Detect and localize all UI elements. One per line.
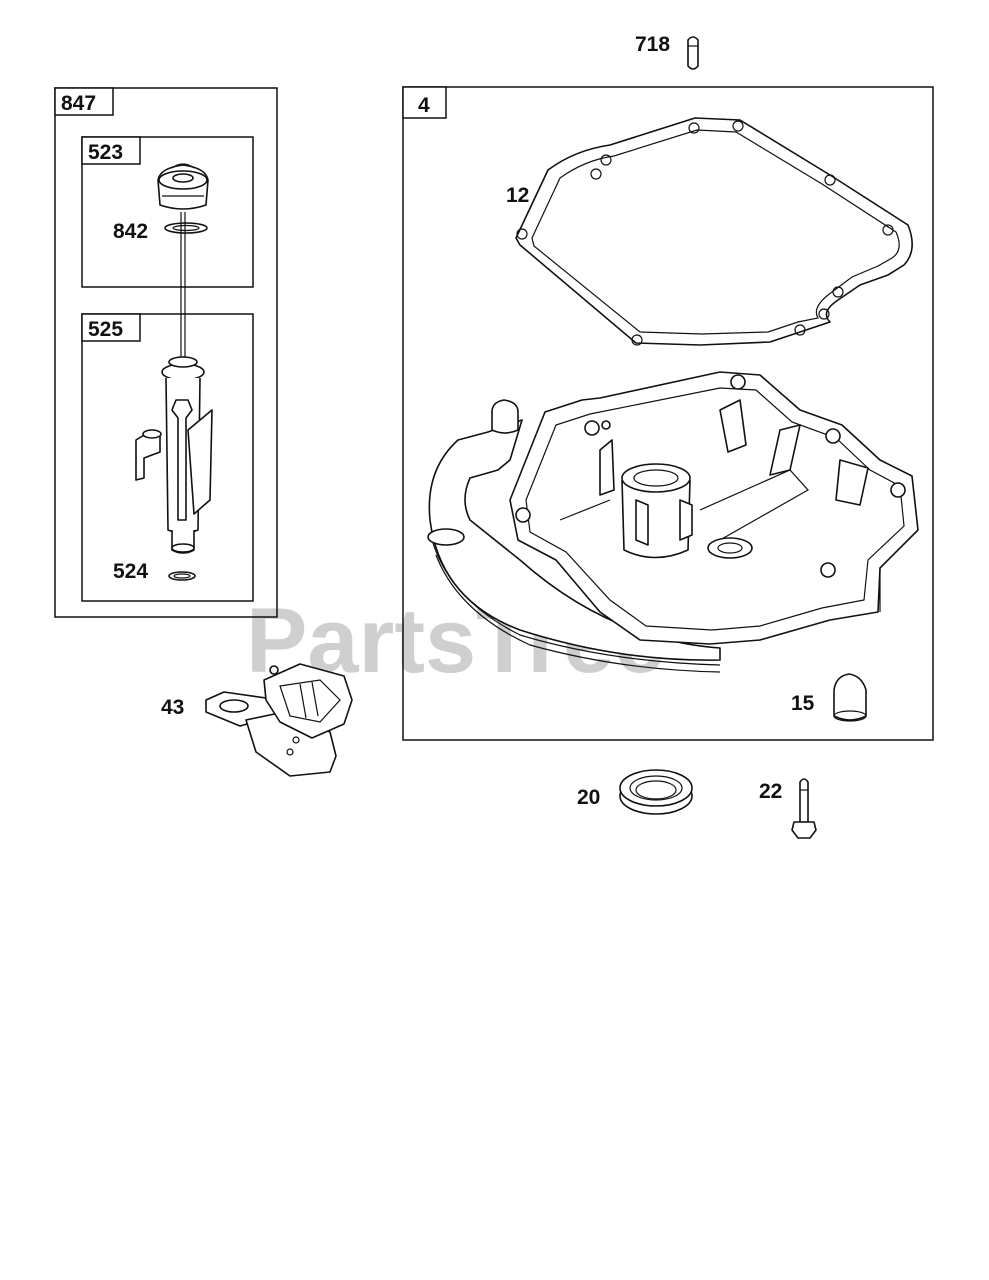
callout-12: 12 — [506, 184, 529, 207]
dipstick-cap-part[interactable] — [157, 163, 209, 210]
kit-4-box[interactable]: 4 — [402, 86, 934, 741]
kit-525-label: 525 — [88, 318, 123, 341]
sump-part[interactable] — [427, 371, 919, 673]
kit-847-box[interactable]: 847 — [54, 87, 278, 618]
o-ring-524-part[interactable] — [168, 571, 196, 581]
pin-718-part[interactable] — [687, 36, 699, 70]
dipstick-blade-part[interactable] — [180, 212, 186, 360]
callout-842: 842 — [113, 220, 148, 243]
callout-20: 20 — [577, 786, 600, 809]
callout-22: 22 — [759, 780, 782, 803]
gasket-part[interactable] — [515, 117, 913, 346]
dipstick-tube-part[interactable] — [135, 356, 213, 554]
governor-bracket-part[interactable] — [205, 663, 353, 777]
kit-525-box[interactable]: 525 — [81, 313, 254, 602]
kit-4-label: 4 — [418, 94, 430, 117]
cap-15-part[interactable] — [833, 673, 867, 722]
oil-seal-part[interactable] — [619, 769, 693, 815]
callout-524: 524 — [113, 560, 148, 583]
kit-523-label: 523 — [88, 141, 123, 164]
callout-718: 718 — [635, 33, 670, 56]
bolt-part[interactable] — [791, 778, 817, 839]
callout-43: 43 — [161, 696, 184, 719]
o-ring-842-part[interactable] — [164, 222, 208, 234]
callout-15: 15 — [791, 692, 815, 715]
kit-523-box[interactable]: 523 — [81, 136, 254, 288]
kit-847-label: 847 — [61, 92, 96, 115]
